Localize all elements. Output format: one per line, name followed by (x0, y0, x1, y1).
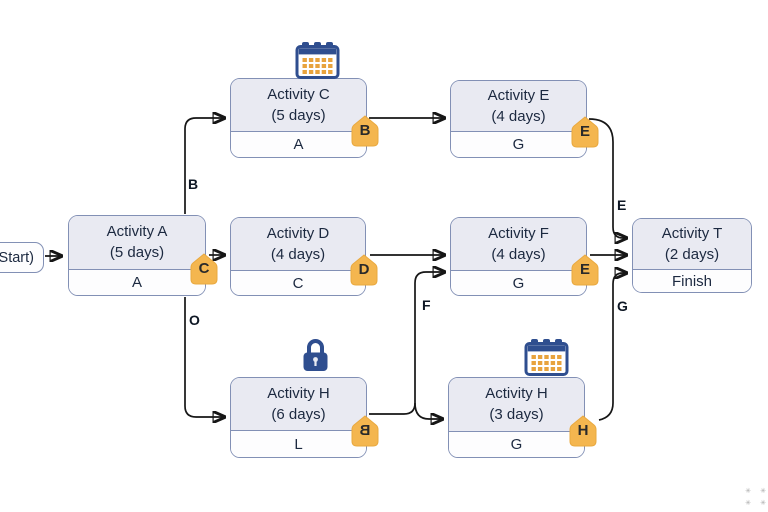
node-header: Activity T (2 days) (633, 219, 751, 269)
badge-h3[interactable]: H (568, 414, 598, 448)
edge-e-to-t (588, 118, 627, 238)
node-duration: (4 days) (491, 107, 546, 125)
node-title: Activity E (487, 86, 550, 104)
node-activity-a[interactable]: Activity A (5 days) A C (68, 215, 218, 296)
edge-h6-to-f (369, 272, 445, 415)
lock-icon (300, 338, 331, 378)
node-footer: L (231, 430, 366, 457)
badge-shape-icon (571, 254, 599, 286)
node-header: Activity H (6 days) (231, 378, 366, 430)
node-activity-h6[interactable]: Activity H (6 days) L B (230, 377, 379, 458)
watermark-mark: ✳ (760, 500, 766, 507)
badge-shape-icon (351, 415, 379, 447)
calendar-icon (295, 42, 340, 84)
node-title: Activity F (488, 224, 549, 242)
node-start[interactable]: Start) (0, 242, 44, 273)
node-activity-e[interactable]: Activity E (4 days) G E (450, 80, 599, 158)
node-footer: G (451, 131, 586, 157)
node-title: Activity H (485, 385, 548, 402)
node-title: Activity A (106, 223, 168, 240)
node-footer: A (69, 269, 205, 295)
edge-a-to-h6 (184, 297, 225, 417)
badge-letter: B (359, 122, 371, 139)
badge-e[interactable]: E (570, 115, 600, 149)
badge-d[interactable]: D (349, 253, 379, 287)
badge-c[interactable]: B (350, 114, 380, 148)
node-header: Activity D (4 days) (231, 218, 365, 270)
node-header: Activity F (4 days) (451, 218, 586, 270)
node-title: Activity H (267, 384, 330, 402)
node-header: Activity A (5 days) (69, 216, 205, 269)
watermark-mark: ✳ (760, 488, 766, 495)
node-footer: A (231, 131, 366, 157)
edge-a-to-c (184, 118, 225, 214)
badge-shape-icon (569, 415, 597, 447)
node-duration: (2 days) (664, 245, 720, 263)
badge-shape-icon (571, 116, 599, 148)
node-title: Activity D (266, 224, 330, 242)
node-duration: (3 days) (489, 406, 544, 423)
node-activity-f[interactable]: Activity F (4 days) G E (450, 217, 599, 296)
node-title: Activity C (267, 85, 330, 103)
node-title: Activity T (661, 224, 723, 242)
watermark-mark: ✳ (745, 488, 751, 495)
node-duration: (6 days) (271, 405, 326, 423)
badge-h6[interactable]: B (350, 414, 380, 448)
badge-shape-icon (350, 254, 378, 286)
node-activity-h3[interactable]: Activity H (3 days) G H (448, 377, 597, 458)
node-activity-t[interactable]: Activity T (2 days) Finish (632, 218, 752, 293)
edge-h3-to-t (598, 273, 627, 421)
node-duration: (5 days) (271, 106, 326, 124)
node-footer: C (231, 270, 365, 295)
badge-a[interactable]: C (189, 252, 219, 286)
edge-label-e: E (617, 197, 627, 213)
node-header: Activity H (3 days) (449, 378, 584, 431)
node-duration: (5 days) (109, 244, 165, 261)
node-footer: G (451, 270, 586, 295)
node-footer: G (449, 431, 584, 457)
node-duration: (4 days) (270, 245, 326, 263)
edge-label-f: F (422, 297, 431, 313)
edge-label-b: B (188, 176, 199, 192)
badge-letter: E (579, 261, 590, 278)
watermark: ✳ ✳ ✳ ✳ (744, 488, 767, 507)
start-label: Start) (0, 249, 34, 266)
badge-shape-icon (351, 115, 379, 147)
badge-letter: B (359, 422, 371, 439)
node-header: Activity C (5 days) (231, 79, 366, 131)
badge-f[interactable]: E (570, 253, 600, 287)
badge-letter: E (579, 123, 590, 140)
node-activity-c[interactable]: Activity C (5 days) A B (230, 78, 379, 158)
node-duration: (4 days) (491, 245, 546, 263)
badge-letter: H (577, 422, 589, 439)
node-header: Activity E (4 days) (451, 81, 586, 131)
edge-label-o: O (189, 312, 200, 328)
badge-shape-icon (190, 253, 218, 285)
edge-h6-to-h3 (414, 402, 443, 419)
node-activity-d[interactable]: Activity D (4 days) C D (230, 217, 378, 296)
edge-label-g: G (617, 298, 628, 314)
node-footer: Finish (633, 269, 751, 292)
calendar-icon (524, 339, 569, 381)
badge-letter: C (198, 260, 210, 277)
watermark-mark: ✳ (745, 500, 751, 507)
badge-letter: D (358, 261, 370, 278)
